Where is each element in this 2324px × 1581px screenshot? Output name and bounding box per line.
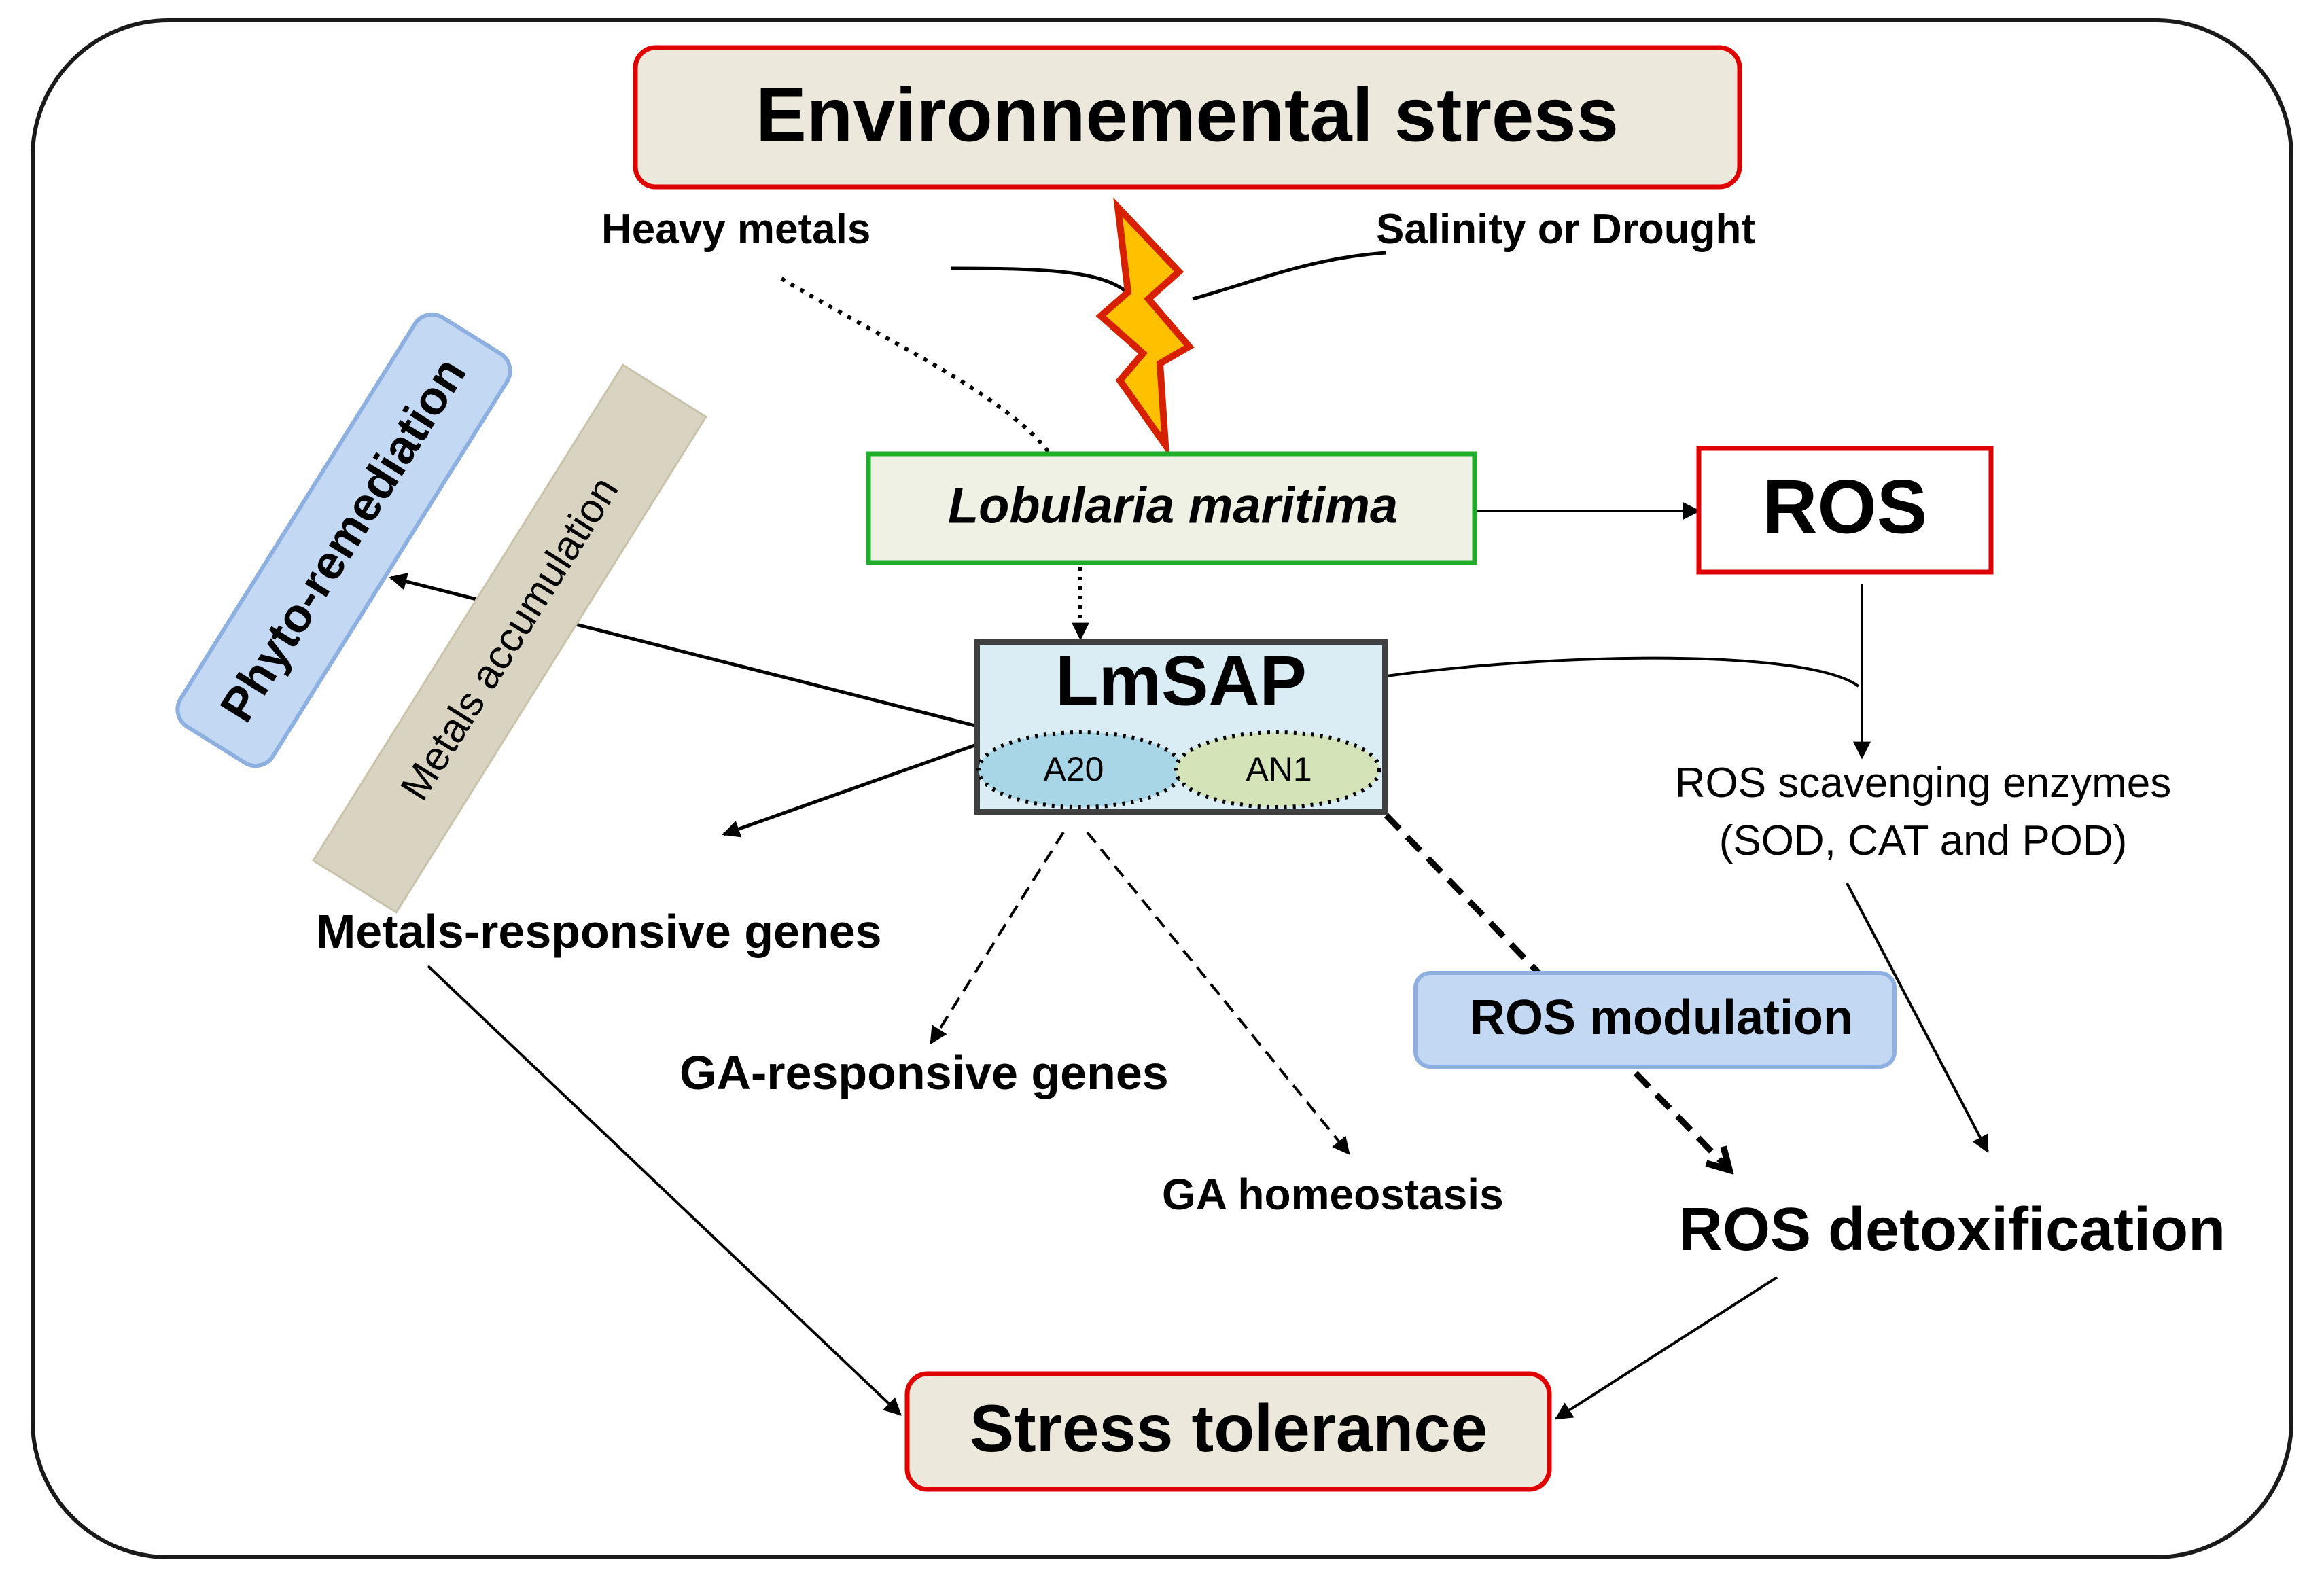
ros-enzymes-list-label: (SOD, CAT and POD) [1719, 817, 2128, 864]
salinity-drought-label: Salinity or Drought [1376, 206, 1755, 253]
enzymes-to-ros-detox-arrow [1846, 883, 1989, 1154]
lmsap-to-enzymes-connector [1386, 656, 1860, 688]
ros-label: ROS [1763, 465, 1928, 550]
environmental-stress-label: Environnemental stress [756, 73, 1619, 158]
environmental-stress-box: Environnemental stress [633, 45, 1742, 190]
ros-modulation-label: ROS modulation [1470, 991, 1853, 1045]
lobularia-maritima-box: Lobularia maritima [866, 451, 1477, 565]
metals-genes-to-tolerance-arrow [427, 965, 902, 1416]
an1-label: AN1 [1246, 750, 1311, 788]
metals-responsive-genes-label: Metals-responsive genes [316, 905, 882, 958]
lightning-bolt-icon [1095, 197, 1195, 457]
ros-detoxification-label: ROS detoxification [1678, 1196, 2225, 1264]
lmsap-to-metals-genes-arrow [722, 742, 979, 838]
ga-homeostasis-label: GA homeostasis [1162, 1170, 1504, 1219]
ros-detox-to-tolerance-arrow [1554, 1276, 1778, 1420]
ros-box: ROS [1696, 446, 1994, 575]
lmsap-to-ga-genes-arrow [930, 831, 1065, 1045]
stress-tolerance-label: Stress tolerance [970, 1391, 1488, 1465]
ros-scavenging-enzymes-label: ROS scavenging enzymes [1675, 760, 2172, 806]
ros-modulation-box: ROS modulation [1413, 971, 1897, 1069]
a20-label: A20 [1044, 750, 1104, 788]
heavy-metals-label: Heavy metals [601, 206, 870, 253]
lmsap-box: LmSAP A20 AN1 [974, 639, 1388, 815]
an1-domain [1174, 730, 1381, 809]
salinity-connector [1192, 251, 1387, 301]
lmsap-to-ga-homeostasis-arrow [1086, 831, 1350, 1156]
stress-tolerance-box: Stress tolerance [904, 1371, 1552, 1492]
lmsap-label: LmSAP [1055, 641, 1307, 720]
ga-responsive-genes-label: GA-responsive genes [680, 1046, 1169, 1099]
heavy-metals-connector [951, 266, 1135, 299]
lobularia-maritima-label: Lobularia maritima [948, 478, 1398, 534]
